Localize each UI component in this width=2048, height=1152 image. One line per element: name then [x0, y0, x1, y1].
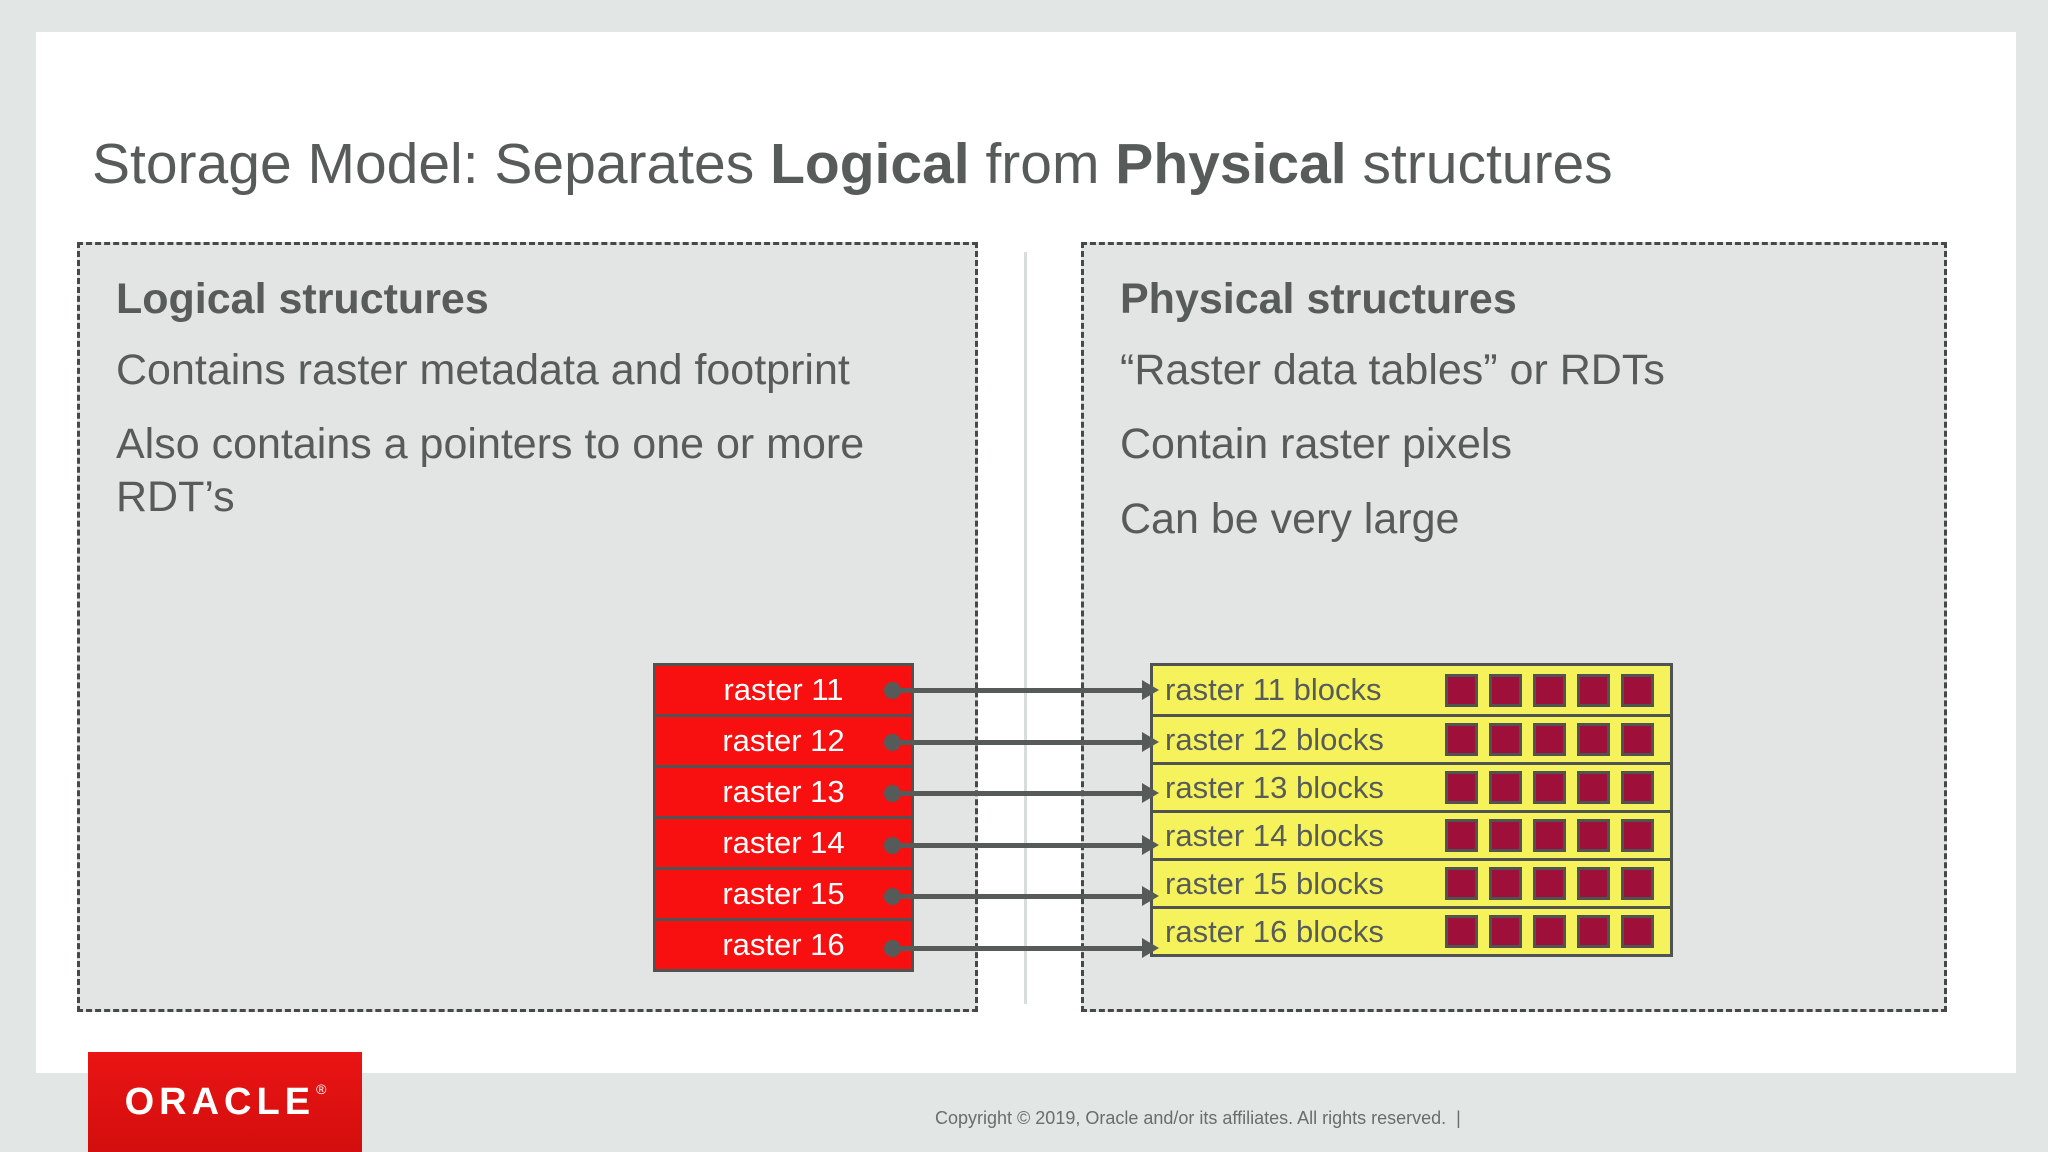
raster-row: raster 12 — [656, 714, 911, 765]
panel-divider — [1024, 252, 1027, 1004]
arrowhead-icon — [1142, 783, 1159, 803]
rdt-row: raster 16 blocks — [1153, 906, 1670, 954]
connector-dot-icon — [884, 836, 901, 854]
raster-row: raster 16 — [656, 918, 911, 969]
block-square — [1577, 723, 1610, 756]
block-square — [1577, 915, 1610, 948]
pointer-arrow — [884, 731, 1159, 752]
rdt-row: raster 15 blocks — [1153, 858, 1670, 906]
raster-row: raster 14 — [656, 816, 911, 867]
rdt-block-squares — [1445, 819, 1654, 852]
logical-panel-heading: Logical structures — [116, 275, 489, 323]
registered-trademark-icon: ® — [316, 1081, 327, 1097]
logical-raster-table: raster 11 raster 12 raster 13 raster 14 … — [653, 663, 914, 972]
physical-panel-paragraph: Can be very large — [1120, 494, 1460, 543]
logical-structures-panel: Logical structures Contains raster metad… — [77, 242, 978, 1012]
rdt-row: raster 14 blocks — [1153, 810, 1670, 858]
block-square — [1577, 673, 1610, 707]
raster-row-label: raster 12 — [722, 723, 845, 758]
connector-dot-icon — [884, 682, 901, 699]
raster-row-label: raster 15 — [722, 876, 845, 911]
block-square — [1445, 673, 1478, 707]
rdt-row-label: raster 15 blocks — [1165, 865, 1384, 901]
block-square — [1621, 723, 1654, 756]
block-square — [1489, 723, 1522, 756]
title-run: Storage Model: Separates — [92, 132, 771, 196]
title-bold-physical: Physical — [1115, 132, 1347, 196]
pointer-arrow — [884, 680, 1159, 700]
oracle-wordmark: ORACLE — [124, 1080, 316, 1123]
title-run: structures — [1346, 132, 1613, 196]
rdt-row: raster 11 blocks — [1153, 666, 1670, 714]
block-square — [1533, 867, 1566, 900]
physical-panel-paragraph: “Raster data tables” or RDTs — [1120, 346, 1665, 394]
raster-row: raster 15 — [656, 867, 911, 918]
raster-row-label: raster 13 — [722, 774, 845, 809]
raster-row: raster 13 — [656, 765, 911, 816]
block-square — [1621, 771, 1654, 804]
block-square — [1533, 771, 1566, 804]
block-square — [1445, 819, 1478, 852]
logical-panel-paragraph: Also contains a pointers to one or more … — [116, 420, 865, 521]
physical-panel-paragraph: Contain raster pixels — [1120, 420, 1512, 469]
raster-row: raster 11 — [656, 666, 911, 714]
block-square — [1533, 819, 1566, 852]
connector-dot-icon — [884, 939, 901, 957]
block-square — [1533, 915, 1566, 948]
title-run: from — [969, 132, 1116, 196]
pointer-arrow — [884, 783, 1159, 803]
block-square — [1489, 915, 1522, 948]
arrowhead-icon — [1142, 680, 1159, 700]
physical-rdt-table: raster 11 blocks raster 12 blocks raster… — [1150, 663, 1673, 957]
block-square — [1445, 867, 1478, 900]
rdt-row-label: raster 14 blocks — [1165, 817, 1384, 853]
block-square — [1577, 771, 1610, 804]
block-square — [1621, 915, 1654, 948]
pointer-arrow — [884, 937, 1159, 958]
block-square — [1577, 819, 1610, 852]
block-square — [1533, 673, 1566, 707]
rdt-row-label: raster 13 blocks — [1165, 769, 1384, 805]
arrowhead-icon — [1142, 937, 1159, 958]
connector-dot-icon — [884, 888, 901, 905]
pointer-arrow — [884, 886, 1159, 906]
block-square — [1621, 673, 1654, 707]
block-square — [1489, 819, 1522, 852]
rdt-row: raster 12 blocks — [1153, 714, 1670, 762]
oracle-logo: ORACLE® — [88, 1052, 362, 1152]
block-square — [1577, 867, 1610, 900]
page-title: Storage Model: Separates Logical from Ph… — [92, 130, 1613, 198]
block-square — [1445, 771, 1478, 804]
title-bold-logical: Logical — [770, 132, 970, 196]
block-square — [1445, 723, 1478, 756]
block-square — [1533, 723, 1566, 756]
pointer-arrow — [884, 834, 1159, 855]
rdt-row-label: raster 16 blocks — [1165, 913, 1384, 949]
arrowhead-icon — [1142, 886, 1159, 906]
raster-row-label: raster 16 — [722, 927, 845, 962]
arrowhead-icon — [1142, 834, 1159, 855]
raster-row-label: raster 11 — [723, 672, 844, 707]
rdt-block-squares — [1445, 771, 1654, 804]
logical-panel-paragraph: Contains raster metadata and footprint — [116, 346, 850, 394]
block-square — [1489, 673, 1522, 707]
physical-panel-heading: Physical structures — [1120, 275, 1517, 323]
block-square — [1489, 867, 1522, 900]
rdt-row-label: raster 12 blocks — [1165, 721, 1384, 757]
block-square — [1621, 819, 1654, 852]
block-square — [1489, 771, 1522, 804]
raster-row-label: raster 14 — [722, 825, 845, 860]
connector-dot-icon — [884, 785, 901, 802]
rdt-block-squares — [1445, 723, 1654, 756]
block-square — [1621, 867, 1654, 900]
rdt-row: raster 13 blocks — [1153, 762, 1670, 810]
block-square — [1445, 915, 1478, 948]
rdt-block-squares — [1445, 867, 1654, 900]
connector-dot-icon — [884, 733, 901, 751]
rdt-block-squares — [1445, 915, 1654, 948]
copyright-text: Copyright © 2019, Oracle and/or its affi… — [935, 1108, 1461, 1128]
rdt-block-squares — [1445, 673, 1654, 707]
arrowhead-icon — [1142, 731, 1159, 752]
rdt-row-label: raster 11 blocks — [1165, 672, 1382, 707]
